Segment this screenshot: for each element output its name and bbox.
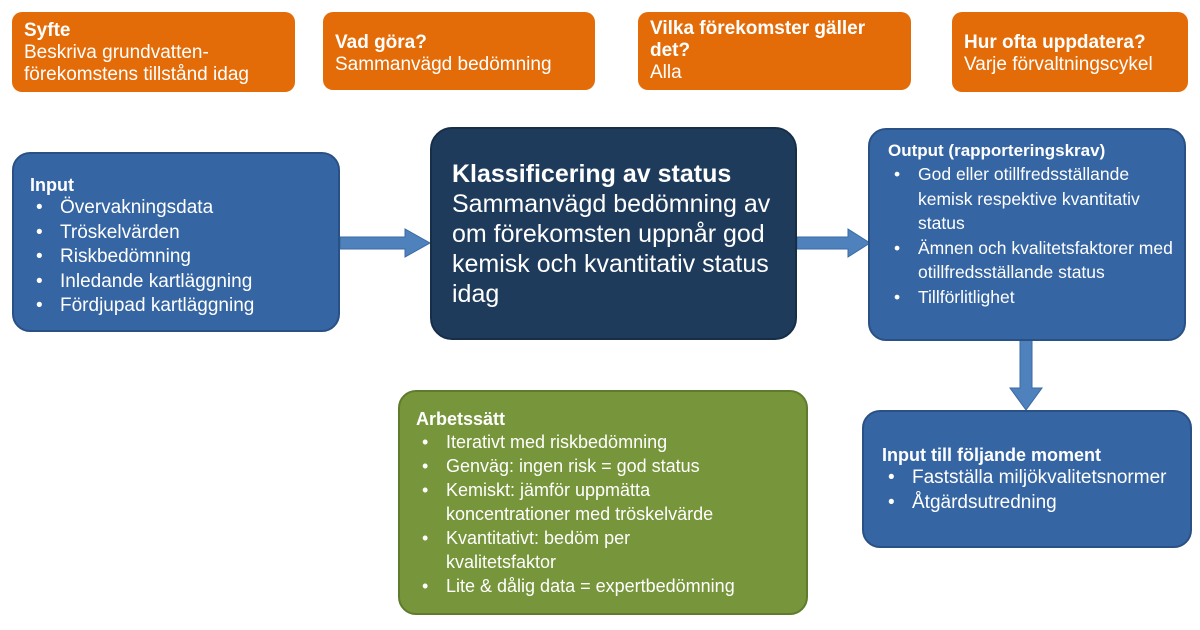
- next-step-item: Fastställa miljökvalitetsnormer: [882, 466, 1180, 491]
- which-bodies-box: Vilka förekomster gäller det? Alla: [638, 12, 911, 90]
- input-item: Tröskelvärden: [30, 221, 324, 246]
- output-item: Tillförlitlighet: [888, 285, 1174, 310]
- method-list: Iterativt med riskbedömning Genväg: inge…: [416, 430, 792, 598]
- update-frequency-body: Varje förvaltningscykel: [964, 54, 1153, 75]
- method-item: Genväg: ingen risk = god status: [416, 454, 792, 478]
- method-item: Lite & dålig data = expertbedömning: [416, 574, 792, 598]
- output-item: Ämnen och kvalitetsfaktorer med otillfre…: [888, 236, 1174, 285]
- method-title: Arbetssätt: [416, 409, 506, 429]
- output-box: Output (rapporteringskrav) God eller oti…: [868, 128, 1186, 341]
- method-item: Kemiskt: jämför uppmätta koncentrationer…: [416, 478, 746, 526]
- method-box: Arbetssätt Iterativt med riskbedömning G…: [398, 390, 808, 615]
- next-step-title: Input till följande moment: [882, 445, 1101, 465]
- update-frequency-box: Hur ofta uppdatera? Varje förvaltningscy…: [952, 12, 1188, 92]
- input-item: Riskbedömning: [30, 245, 324, 270]
- purpose-title: Syfte: [24, 20, 71, 41]
- arrow-input-to-center: [339, 228, 432, 258]
- next-step-box: Input till följande moment Fastställa mi…: [862, 410, 1192, 548]
- output-item: God eller otillfredsställande kemisk res…: [888, 162, 1174, 236]
- arrow-center-to-output: [796, 228, 871, 258]
- status-classification-body: Sammanvägd bedömning av om förekomsten u…: [452, 190, 771, 308]
- purpose-body-line-2: förekomstens tillstånd idag: [24, 64, 249, 85]
- status-classification-box: Klassificering av status Sammanvägd bedö…: [430, 127, 797, 340]
- which-bodies-title: Vilka förekomster gäller det?: [650, 18, 866, 61]
- input-title: Input: [30, 175, 74, 195]
- input-item: Övervakningsdata: [30, 196, 324, 221]
- purpose-box: Syfte Beskriva grundvatten- förekomstens…: [12, 12, 295, 92]
- method-item: Kvantitativt: bedöm per kvalitetsfaktor: [416, 526, 706, 574]
- arrow-output-to-next: [1009, 339, 1043, 411]
- next-step-item: Åtgärdsutredning: [882, 491, 1180, 516]
- input-item: Fördjupad kartläggning: [30, 294, 324, 319]
- update-frequency-title: Hur ofta uppdatera?: [964, 32, 1146, 53]
- output-list: God eller otillfredsställande kemisk res…: [888, 162, 1174, 309]
- what-to-do-title: Vad göra?: [335, 32, 427, 53]
- method-item: Iterativt med riskbedömning: [416, 430, 792, 454]
- next-step-list: Fastställa miljökvalitetsnormer Åtgärdsu…: [882, 466, 1180, 515]
- input-box: Input Övervakningsdata Tröskelvärden Ris…: [12, 152, 340, 332]
- what-to-do-box: Vad göra? Sammanvägd bedömning: [323, 12, 595, 90]
- output-title: Output (rapporteringskrav): [888, 141, 1106, 160]
- what-to-do-body: Sammanvägd bedömning: [335, 54, 552, 75]
- input-item: Inledande kartläggning: [30, 270, 324, 295]
- purpose-body-line-1: Beskriva grundvatten-: [24, 42, 209, 63]
- which-bodies-body: Alla: [650, 62, 682, 83]
- status-classification-title: Klassificering av status: [452, 160, 732, 188]
- input-list: Övervakningsdata Tröskelvärden Riskbedöm…: [30, 196, 324, 319]
